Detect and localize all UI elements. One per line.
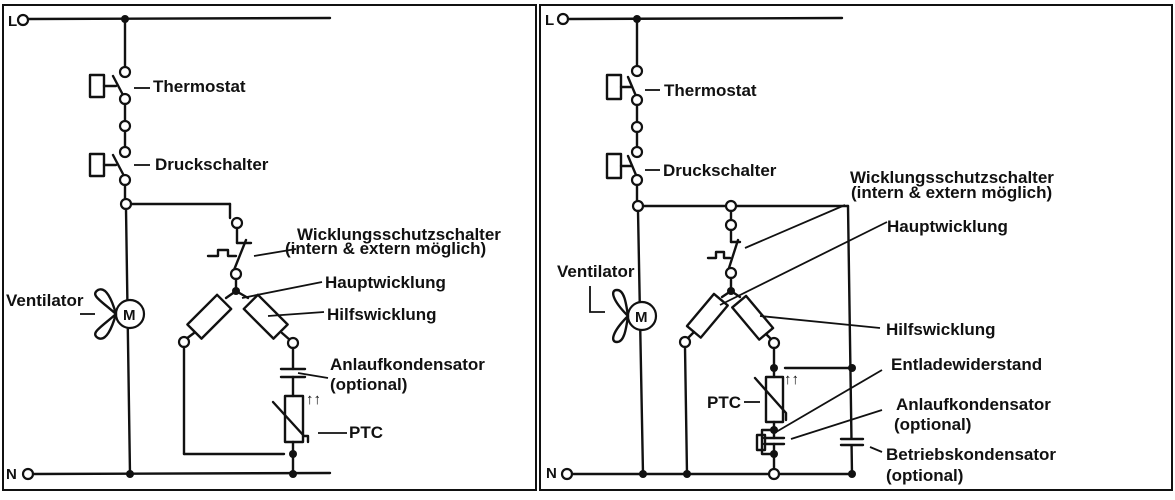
ventilator-label: Ventilator (557, 262, 635, 281)
motor-symbol-label: M (123, 307, 136, 324)
thermostat-label: Thermostat (664, 81, 757, 100)
main-winding-label: Hauptwicklung (325, 273, 446, 292)
run-capacitor-branch (846, 204, 854, 476)
neutral-rail-label: N (6, 466, 17, 483)
auxiliary-winding (234, 289, 300, 350)
right-diagram: L Thermostat Druckschalter (545, 12, 1056, 485)
ventilator-label: Ventilator (6, 291, 84, 310)
ptc-label: PTC (707, 393, 741, 412)
start-capacitor-sublabel: (optional) (330, 375, 407, 394)
thermostat-switch (88, 65, 132, 149)
auxiliary-winding-label: Hilfswicklung (327, 305, 437, 324)
start-capacitor (279, 346, 307, 398)
auxiliary-winding-label: Hilfswicklung (886, 320, 996, 339)
line-terminal (16, 13, 30, 27)
left-panel-frame (2, 4, 537, 491)
neutral-rail-label: N (546, 465, 557, 482)
discharge-resistor-label: Entladewiderstand (891, 355, 1042, 374)
start-capacitor (762, 428, 786, 458)
start-capacitor-label: Anlaufkondensator (896, 395, 1051, 414)
discharge-resistor (755, 428, 776, 456)
fan-icon (611, 288, 630, 344)
run-capacitor-sublabel: (optional) (886, 466, 963, 485)
line-rail (566, 16, 844, 21)
line-rail-label: L (8, 13, 17, 30)
motor-symbol-label: M (635, 309, 648, 326)
line-rail-label: L (545, 12, 554, 29)
ptc-thermistor: ↑↑ (271, 391, 321, 476)
main-winding-label: Hauptwicklung (887, 217, 1008, 236)
start-capacitor-label: Anlaufkondensator (330, 355, 485, 374)
thermostat-switch (605, 64, 644, 149)
winding-protection-sublabel: (intern & extern möglich) (285, 239, 486, 258)
main-winding (678, 289, 733, 349)
winding-protection-label: Wicklungsschutzschalter (850, 168, 1054, 187)
main-winding (177, 289, 238, 349)
pressure-switch-label: Druckschalter (155, 155, 269, 174)
run-capacitor (839, 437, 865, 447)
pressure-switch (605, 145, 644, 203)
winding-protection-sublabel: (intern & extern möglich) (851, 183, 1052, 202)
winding-protection-switch (706, 199, 742, 280)
pressure-switch-label: Druckschalter (663, 161, 777, 180)
ptc-thermistor: ↑↑ (753, 366, 799, 434)
thermostat-label: Thermostat (153, 77, 246, 96)
winding-protection-label: Wicklungsschutzschalter (297, 225, 501, 244)
fan-motor: M (611, 288, 658, 344)
svg-text:↑↑: ↑↑ (784, 371, 799, 388)
start-capacitor-sublabel: (optional) (894, 415, 971, 434)
right-panel-frame (539, 4, 1173, 491)
run-capacitor-label: Betriebskondensator (886, 445, 1056, 464)
fan-motor: M (93, 288, 146, 340)
wire (124, 207, 132, 476)
fan-icon (93, 288, 118, 340)
svg-text:↑↑: ↑↑ (306, 391, 321, 408)
ptc-label: PTC (349, 423, 383, 442)
winding-protection-switch (206, 216, 253, 281)
auxiliary-winding (729, 289, 781, 350)
pressure-switch (88, 145, 132, 201)
line-rail (26, 16, 332, 21)
neutral-rail (31, 471, 332, 476)
left-diagram: L Thermostat Druckschalter (6, 13, 501, 483)
